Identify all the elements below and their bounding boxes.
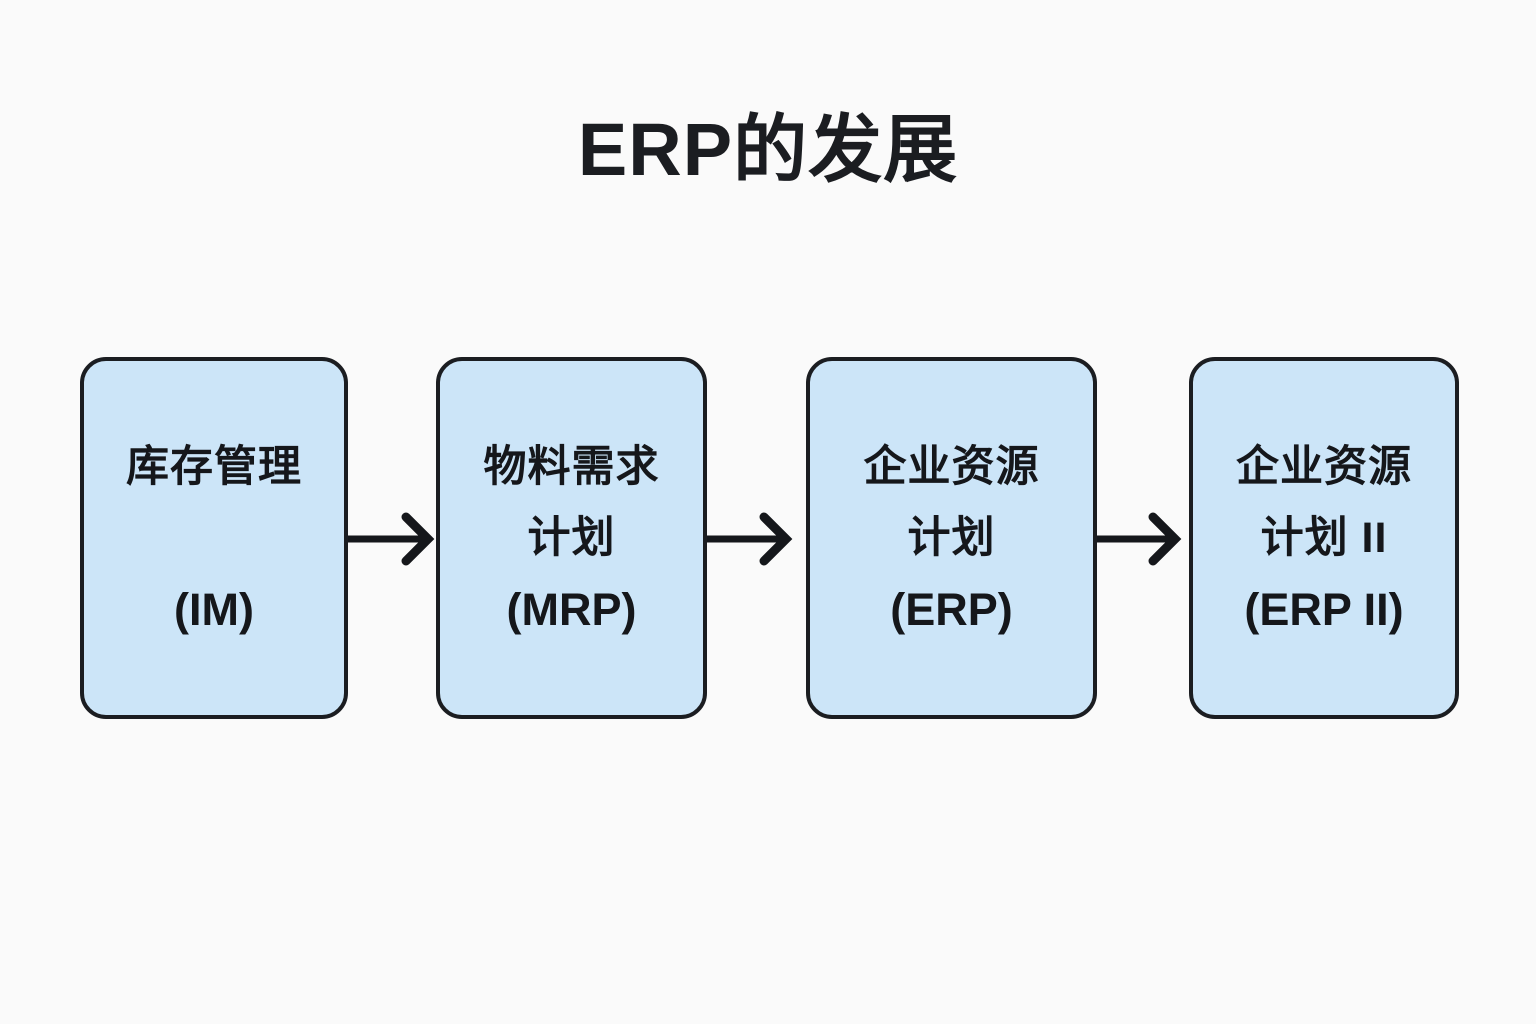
node-line-1: 物料需求: [483, 442, 660, 491]
node-line-1: 库存管理: [126, 442, 302, 491]
flow-row: 库存管理 (IM) 物料需求 计划 (MRP): [0, 357, 1536, 719]
flow-node-erp2[interactable]: 企业资源 计划 II (ERP II): [1189, 357, 1459, 719]
node-label-group: 物料需求 计划 (MRP): [474, 432, 670, 645]
node-line-2: 计划: [527, 513, 616, 562]
node-line-3: (ERP II): [1244, 583, 1404, 635]
node-line-2: 计划 II: [1260, 513, 1388, 562]
arrow-right-icon-erp-to-erp2: [1097, 509, 1189, 569]
arrow-right-icon-mrp-to-erp: [707, 509, 806, 569]
arrow-right-icon-im-to-mrp: [348, 509, 436, 569]
flow-node-im[interactable]: 库存管理 (IM): [80, 357, 348, 719]
node-label-group: 库存管理 (IM): [116, 432, 312, 645]
node-line-3: (MRP): [506, 583, 637, 635]
page-title: ERP的发展: [577, 108, 959, 191]
node-line-1: 企业资源: [863, 442, 1040, 491]
flow-node-erp[interactable]: 企业资源 计划 (ERP): [806, 357, 1097, 719]
node-line-3: (ERP): [890, 583, 1013, 635]
node-line-3: (IM): [174, 583, 254, 635]
node-line-1: 企业资源: [1236, 442, 1412, 491]
flow-node-mrp[interactable]: 物料需求 计划 (MRP): [436, 357, 707, 719]
node-line-2: [126, 503, 302, 574]
node-label-group: 企业资源 计划 II (ERP II): [1226, 432, 1422, 645]
node-line-2: 计划: [907, 513, 996, 562]
node-label-group: 企业资源 计划 (ERP): [854, 432, 1050, 645]
